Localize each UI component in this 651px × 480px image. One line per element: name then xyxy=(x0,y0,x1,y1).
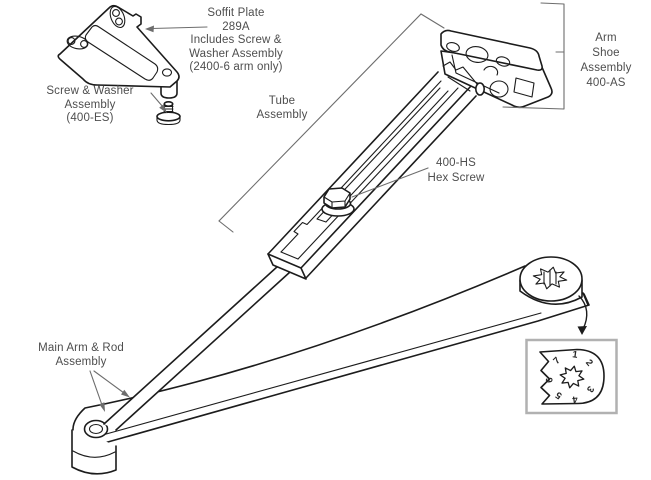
tube-drawing xyxy=(267,71,477,280)
rod-drawing xyxy=(103,265,291,431)
hex-screw-drawing xyxy=(321,187,355,217)
arm-shoe-label: Arm Shoe Assembly 400-AS xyxy=(580,32,632,89)
soffit-plate-label: Soffit Plate 289A Includes Screw & Washe… xyxy=(189,7,283,73)
hex-screw-label: 400-HS Hex Screw xyxy=(427,157,485,184)
screw-washer-label: Screw & Washer Assembly (400-ES) xyxy=(46,85,134,124)
arm-shoe-drawing xyxy=(440,29,553,109)
spline-detail-inset xyxy=(525,338,618,415)
leader-lines xyxy=(89,2,588,412)
main-arm-drawing xyxy=(71,265,590,475)
soffit-plate-drawing xyxy=(57,4,180,99)
screw-washer-drawing xyxy=(156,101,181,126)
tube-assembly-label: Tube Assembly xyxy=(256,95,308,121)
arm-spline-hub-drawing xyxy=(519,256,583,306)
main-arm-label: Main Arm & Rod Assembly xyxy=(38,342,124,368)
